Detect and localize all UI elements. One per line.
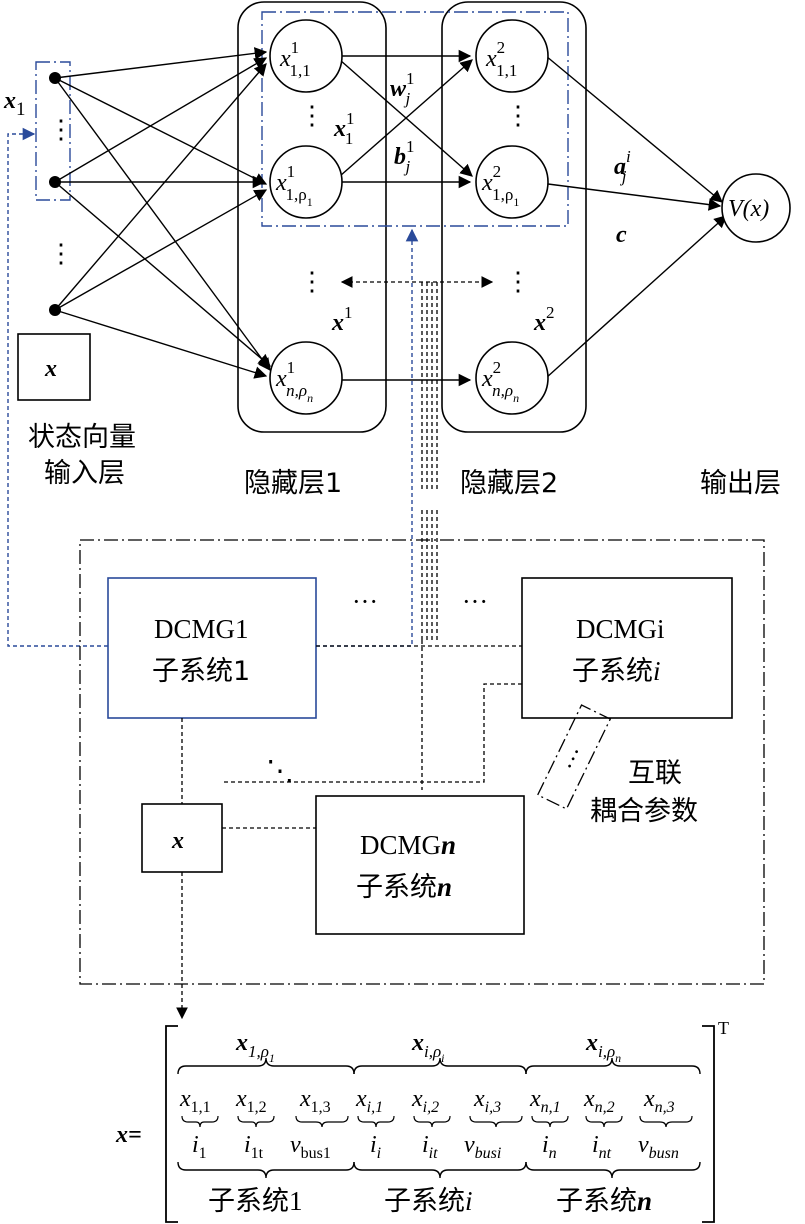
input-x-box [17, 333, 91, 401]
hidden1-node-2 [269, 145, 343, 219]
vector-subsystem-label-3: 子系统n [556, 1186, 652, 1217]
vector-physical-quantities: i1 i1t vbus1 ii iit vbusi in int vbusn [192, 1132, 679, 1162]
output-edges [545, 55, 727, 379]
coupling-label-2: 耦合参数 [590, 796, 698, 827]
subsystem-hdots-1: ··· [352, 587, 378, 616]
vector-elements: x1,1 x1,2 x1,3 xi,1 xi,2 xi,3 xn,1 xn,2 … [179, 1086, 675, 1116]
hidden2-node-2 [475, 145, 549, 219]
hidden2-dots-mid: ⋮ [505, 267, 531, 296]
subsystem-1-box [107, 577, 317, 719]
output-node-label: V(x) [728, 196, 769, 222]
vector-element-braces [181, 1115, 693, 1128]
hidden2-node-3 [475, 341, 549, 415]
vector-element: x1,2 [235, 1086, 267, 1116]
hidden1-dots-mid: ⋮ [299, 267, 325, 296]
output-layer-label: 输出层 [700, 468, 781, 499]
input-x1-label: x1 [3, 88, 26, 120]
hidden-layer-2-frame [441, 1, 587, 433]
coupling-box: ··· [536, 704, 612, 810]
vector-bottom-braces [177, 1161, 701, 1179]
blue-feedback-path-left [7, 127, 108, 647]
subsystem-i-line2: 子系统i [572, 656, 661, 687]
subgroup-x1-frame [261, 11, 569, 227]
subsystem-i-line1: DCMGi [576, 614, 665, 644]
input-layer-label-2: 输入层 [44, 458, 125, 489]
input-x1-frame [35, 61, 71, 201]
vector-element: x1,1 [179, 1086, 211, 1116]
subsystem-x-box [141, 803, 223, 873]
vector-phys: ii [370, 1132, 381, 1162]
hidden1-node-1 [269, 19, 343, 93]
vector-subsystem-label-1: 子系统1 [208, 1186, 303, 1217]
subsystem-hdots-2: ··· [462, 587, 488, 616]
vector-phys: vbus1 [290, 1132, 331, 1162]
input-x-box-label: x [44, 356, 57, 382]
vector-element: xn,2 [583, 1086, 615, 1116]
coupling-label-1: 互联 [628, 758, 682, 789]
input-dots-top: ⋮ [48, 115, 74, 144]
subsystem-1-line1: DCMG1 [154, 614, 249, 644]
hidden2-dots-top: ⋮ [505, 101, 531, 130]
vector-transpose: T [718, 1018, 729, 1038]
hidden2-node-1 [475, 19, 549, 93]
vector-phys: int [592, 1132, 612, 1162]
input-layer-label-1: 状态向量 [28, 422, 136, 453]
hidden2-group-label: x2 [533, 303, 555, 336]
vector-phys: in [542, 1132, 557, 1162]
hidden1-dots-top: ⋮ [299, 101, 325, 130]
vector-element: xi,1 [355, 1086, 383, 1116]
hidden-edges [339, 49, 473, 387]
input-edges [54, 47, 271, 379]
input-dots-mid: ⋮ [48, 239, 74, 268]
blue-feedback-path-up [316, 228, 419, 647]
vector-phys: iit [422, 1132, 438, 1162]
vector-phys: i1 [192, 1132, 207, 1162]
hidden1-group-label: x1 [331, 303, 353, 336]
subsystems-frame [79, 539, 765, 985]
subsystem-n-box [315, 795, 525, 935]
vector-group-2: xi,ρi [411, 1030, 444, 1065]
vector-phys: vbusi [464, 1132, 501, 1162]
link-si-x [222, 683, 522, 783]
hidden-layer-2-label: 隐藏层2 [460, 468, 558, 499]
vector-element: xn,1 [529, 1086, 561, 1116]
subsystem-i-box [521, 577, 733, 719]
vector-top-braces [177, 1057, 701, 1075]
subsystem-ddots: ⋱ [266, 756, 294, 787]
vector-bracket-left [165, 1025, 178, 1223]
subsystem-n-line2: 子系统n [356, 872, 452, 903]
subsystem-x-box-label: x [171, 828, 184, 854]
coupling-dots: ··· [557, 743, 591, 776]
hidden-layer-1-label: 隐藏层1 [244, 468, 342, 499]
vector-lhs: x= [115, 1122, 142, 1148]
vector-element: xn,3 [643, 1086, 675, 1116]
vertical-link-lines [421, 282, 438, 640]
hidden1-node-3 [269, 341, 343, 415]
vector-group-3: xi,ρn [585, 1030, 621, 1065]
vector-phys: vbusn [638, 1132, 679, 1162]
vector-element: x1,3 [299, 1086, 331, 1116]
vector-element: xi,2 [411, 1086, 439, 1116]
hidden-layer-1-frame [237, 1, 387, 433]
vector-subsystem-label-2: 子系统i [384, 1186, 473, 1217]
subsystem-1-line2: 子系统1 [152, 656, 250, 687]
vector-phys: i1t [244, 1132, 264, 1162]
vector-bracket-right [702, 1025, 715, 1223]
vector-group-1: x1,ρ1 [235, 1030, 275, 1065]
weight-c-label: c [616, 222, 627, 248]
subsystem-n-line1: DCMGn [360, 830, 456, 860]
vector-element: xi,3 [473, 1086, 501, 1116]
output-node [721, 173, 791, 243]
